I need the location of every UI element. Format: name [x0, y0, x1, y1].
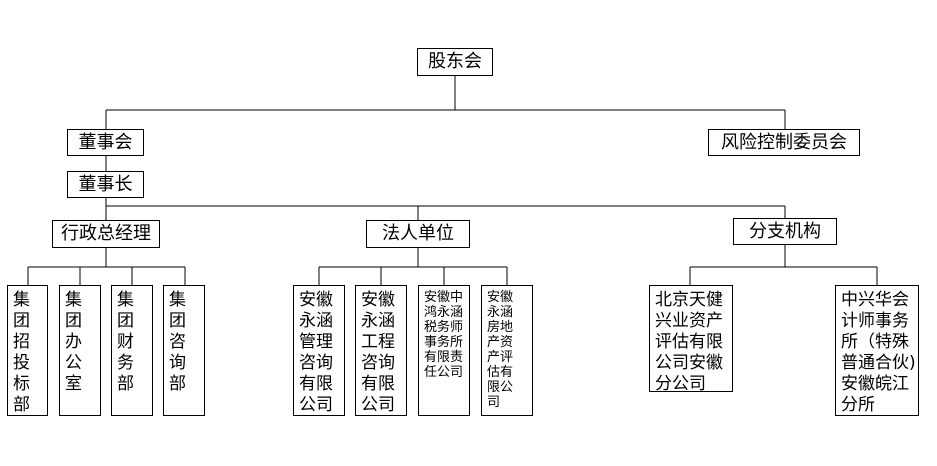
node-branch-beijing-tianjian: 北京天健 兴业资产 评估有限 公司安徽 分公司 — [649, 285, 733, 392]
node-dept-finance: 集 团 财 务 部 — [111, 285, 153, 416]
node-general-manager: 行政总经理 — [52, 220, 160, 248]
node-chairman: 董事长 — [67, 171, 144, 198]
node-branches: 分支机构 — [733, 218, 837, 245]
node-shareholders: 股东会 — [417, 48, 493, 76]
node-board: 董事会 — [67, 129, 144, 156]
node-entity-management-consulting: 安徽 永涵 管理 咨询 有限 公司 — [293, 285, 345, 416]
node-dept-bidding: 集 团 招 投 标 部 — [7, 285, 48, 416]
node-dept-office: 集 团 办 公 室 — [59, 285, 101, 416]
node-entity-real-estate-appraisal: 安徽 永涵 房地 产资 产评 估有 限公 司 — [481, 285, 533, 416]
node-legal-entities: 法人单位 — [366, 220, 470, 248]
node-entity-engineering-consulting: 安徽 永涵 工程 咨询 有限 公司 — [355, 285, 407, 416]
node-branch-zhongxinghua: 中兴华会 计师事务 所（特殊 普通合伙) 安徽皖江 分所 — [835, 285, 919, 416]
node-dept-consulting: 集 团 咨 询 部 — [163, 285, 205, 416]
node-entity-tax-firm: 安徽中 鸿永涵 税务师 事务所 有限责 任公司 — [418, 285, 470, 416]
node-risk-committee: 风险控制委员会 — [708, 129, 860, 156]
